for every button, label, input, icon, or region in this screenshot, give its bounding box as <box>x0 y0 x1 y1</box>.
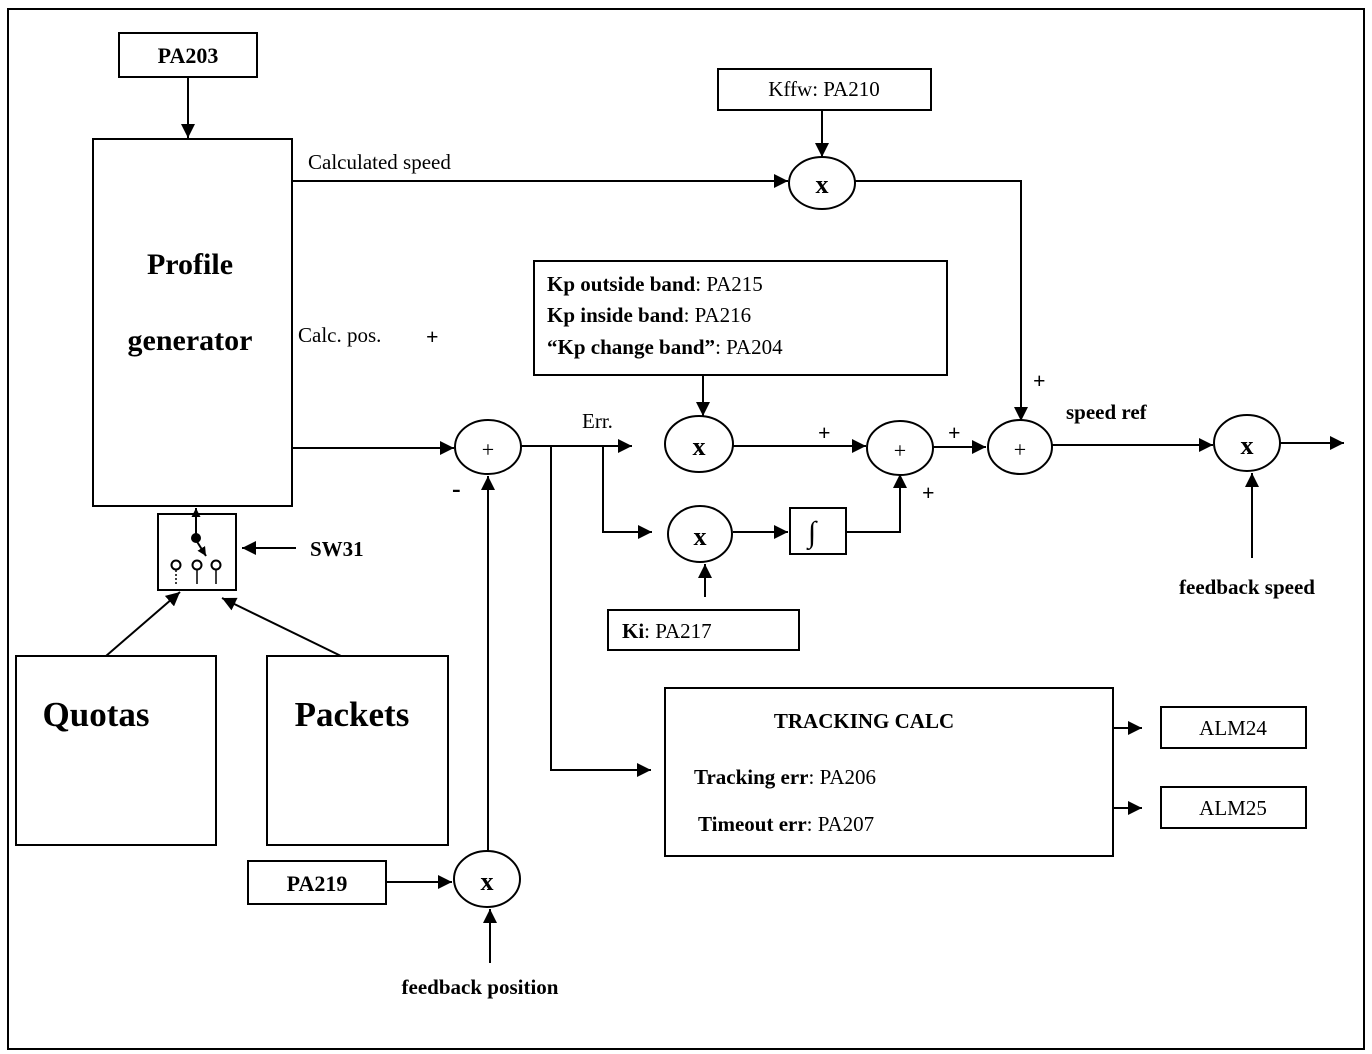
sw31-contacts <box>170 559 222 584</box>
kp-gains-box <box>533 260 948 376</box>
alm25-box <box>1160 786 1307 829</box>
calculated-speed-label: Calculated speed <box>308 150 451 174</box>
kp-inside-band-label: Kp inside band <box>547 303 684 327</box>
feedforward-multiplier-sign: x <box>816 170 829 199</box>
ki-label: Ki <box>622 619 644 643</box>
profile-generator-label-2: generator <box>128 324 253 357</box>
kp-change-band-row: “Kp change band”: PA204 <box>547 335 783 359</box>
tracking-calc-block <box>664 687 1114 857</box>
error-to-integral-path <box>602 446 652 539</box>
tracking-err-label: Tracking err <box>694 765 809 789</box>
integral-plus-sign: + <box>922 480 935 505</box>
tracking-err-value: : PA206 <box>809 765 877 789</box>
profile-generator-block <box>92 138 293 507</box>
pi-output-plus-sign: + <box>948 420 961 445</box>
position-error-summer-sign: + <box>482 437 494 462</box>
kp-inside-band-value: : PA216 <box>684 303 752 327</box>
alm24-label: ALM24 <box>1199 716 1267 740</box>
error-to-tracking-path <box>550 446 651 777</box>
diagram-frame <box>7 8 1365 1050</box>
timeout-err-row: Timeout err: PA207 <box>698 812 874 836</box>
calc-pos-plus-sign: + <box>426 324 439 349</box>
sw31-pivot <box>191 533 201 543</box>
feedforward-path <box>855 180 1028 421</box>
packets-label: Packets <box>295 695 410 734</box>
kffw-box <box>717 68 932 111</box>
feedforward-plus-sign: + <box>1033 368 1046 393</box>
proportional-multiplier <box>664 415 734 473</box>
speed-ref-summer <box>987 419 1053 475</box>
quotas-label: Quotas <box>43 695 150 734</box>
kp-change-band-label: “Kp change band” <box>547 335 715 359</box>
alm25-label: ALM25 <box>1199 796 1267 820</box>
speed-ref-summer-sign: + <box>1014 437 1026 462</box>
calc-pos-label: Calc. pos. <box>298 323 381 347</box>
kp-outside-band-value: : PA215 <box>695 272 763 296</box>
tracking-calc-title: TRACKING CALC <box>774 709 954 733</box>
integrator-output-path <box>846 474 907 533</box>
speed-ref-label: speed ref <box>1066 400 1148 424</box>
integrator-symbol: ∫ <box>806 516 818 551</box>
feedback-position-label: feedback position <box>402 975 559 999</box>
speed-output-multiplier-sign: x <box>1241 431 1254 460</box>
pi-summer-sign: + <box>894 438 906 463</box>
integral-multiplier-sign: x <box>694 522 707 551</box>
feedback-position-multiplier-sign: x <box>481 867 494 896</box>
feedback-minus-sign: - <box>452 474 461 503</box>
profile-generator-label-1: Profile <box>147 248 233 281</box>
timeout-err-value: : PA207 <box>807 812 875 836</box>
pa219-box <box>247 860 387 905</box>
kp-outside-band-label: Kp outside band <box>547 272 696 296</box>
kffw-label: Kffw: PA210 <box>768 77 879 101</box>
integral-multiplier <box>667 505 733 563</box>
proportional-plus-sign: + <box>818 420 831 445</box>
quotas-block <box>15 655 217 846</box>
alm24-box <box>1160 706 1307 749</box>
err-label: Err. <box>582 409 613 433</box>
ki-row: Ki: PA217 <box>622 619 712 643</box>
pa219-label: PA219 <box>287 871 348 896</box>
sw31-label: SW31 <box>310 537 364 561</box>
proportional-multiplier-sign: x <box>693 432 706 461</box>
kp-change-band-value: : PA204 <box>715 335 783 359</box>
ki-box <box>607 609 800 651</box>
feedback-speed-label: feedback speed <box>1179 575 1315 599</box>
tracking-err-row: Tracking err: PA206 <box>694 765 876 789</box>
timeout-err-label: Timeout err <box>698 812 807 836</box>
quotas-to-switch-arrow <box>105 591 181 657</box>
pa203-label: PA203 <box>158 43 219 68</box>
kp-inside-band-row: Kp inside band: PA216 <box>547 303 751 327</box>
sw31-lever <box>195 539 207 557</box>
packets-block <box>266 655 449 846</box>
kp-outside-band-row: Kp outside band: PA215 <box>547 272 763 296</box>
ki-value: : PA217 <box>644 619 712 643</box>
packets-to-switch-arrow <box>221 597 342 657</box>
feedforward-multiplier <box>788 156 856 210</box>
integrator-block <box>789 507 847 555</box>
